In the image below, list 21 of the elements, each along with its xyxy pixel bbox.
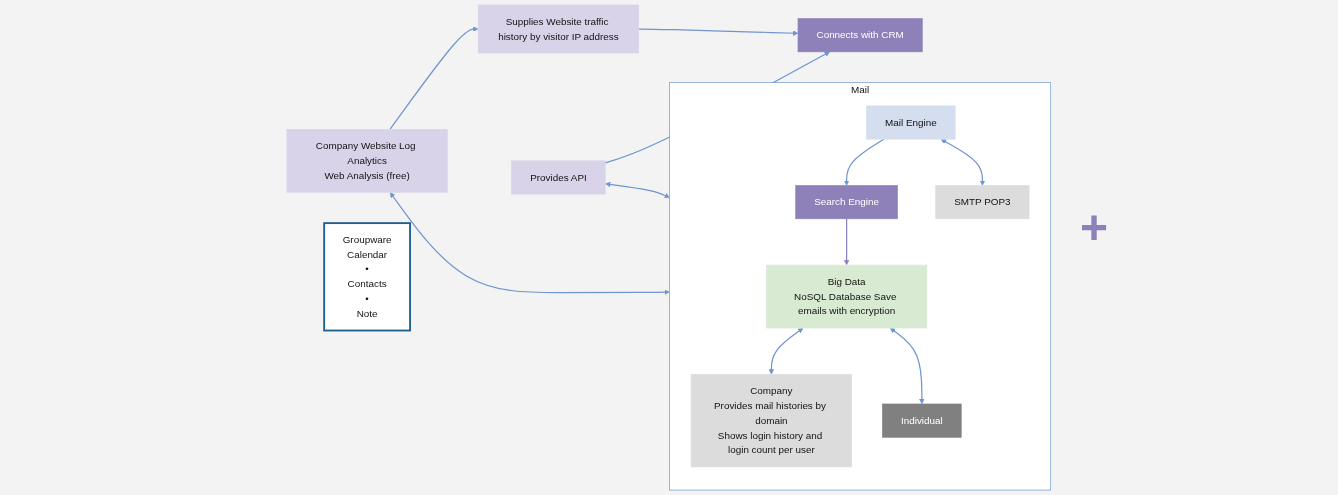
arrow	[844, 138, 885, 186]
node-box: Search Engine	[795, 185, 899, 220]
node-box: Mail Engine	[866, 105, 956, 140]
node-box: Individual	[882, 403, 962, 438]
node-box: Company Provides mail histories by domain Shows login history and login count per user	[691, 374, 853, 468]
arrow	[605, 181, 670, 198]
arrow	[890, 327, 925, 405]
node-box: Big Data NoSQL Database Save emails with encryption	[766, 264, 928, 329]
arrow	[941, 139, 986, 186]
node-box: Supplies Website traffic history by visitor IP address	[478, 4, 640, 54]
arrow	[844, 218, 850, 266]
arrow	[638, 28, 799, 36]
node-box: Company Website Log Analytics Web Analysis (free)	[286, 129, 448, 193]
arrow	[768, 327, 804, 375]
arrow	[389, 26, 479, 130]
node-box: Connects with CRM	[797, 18, 923, 53]
node-box: SMTP POP3	[935, 185, 1030, 220]
plus-sign: +	[1080, 200, 1109, 255]
node-box: Provides API	[511, 160, 606, 195]
arrow	[390, 192, 670, 295]
node-box: Groupware Calendar • Contacts • Note	[323, 222, 412, 332]
